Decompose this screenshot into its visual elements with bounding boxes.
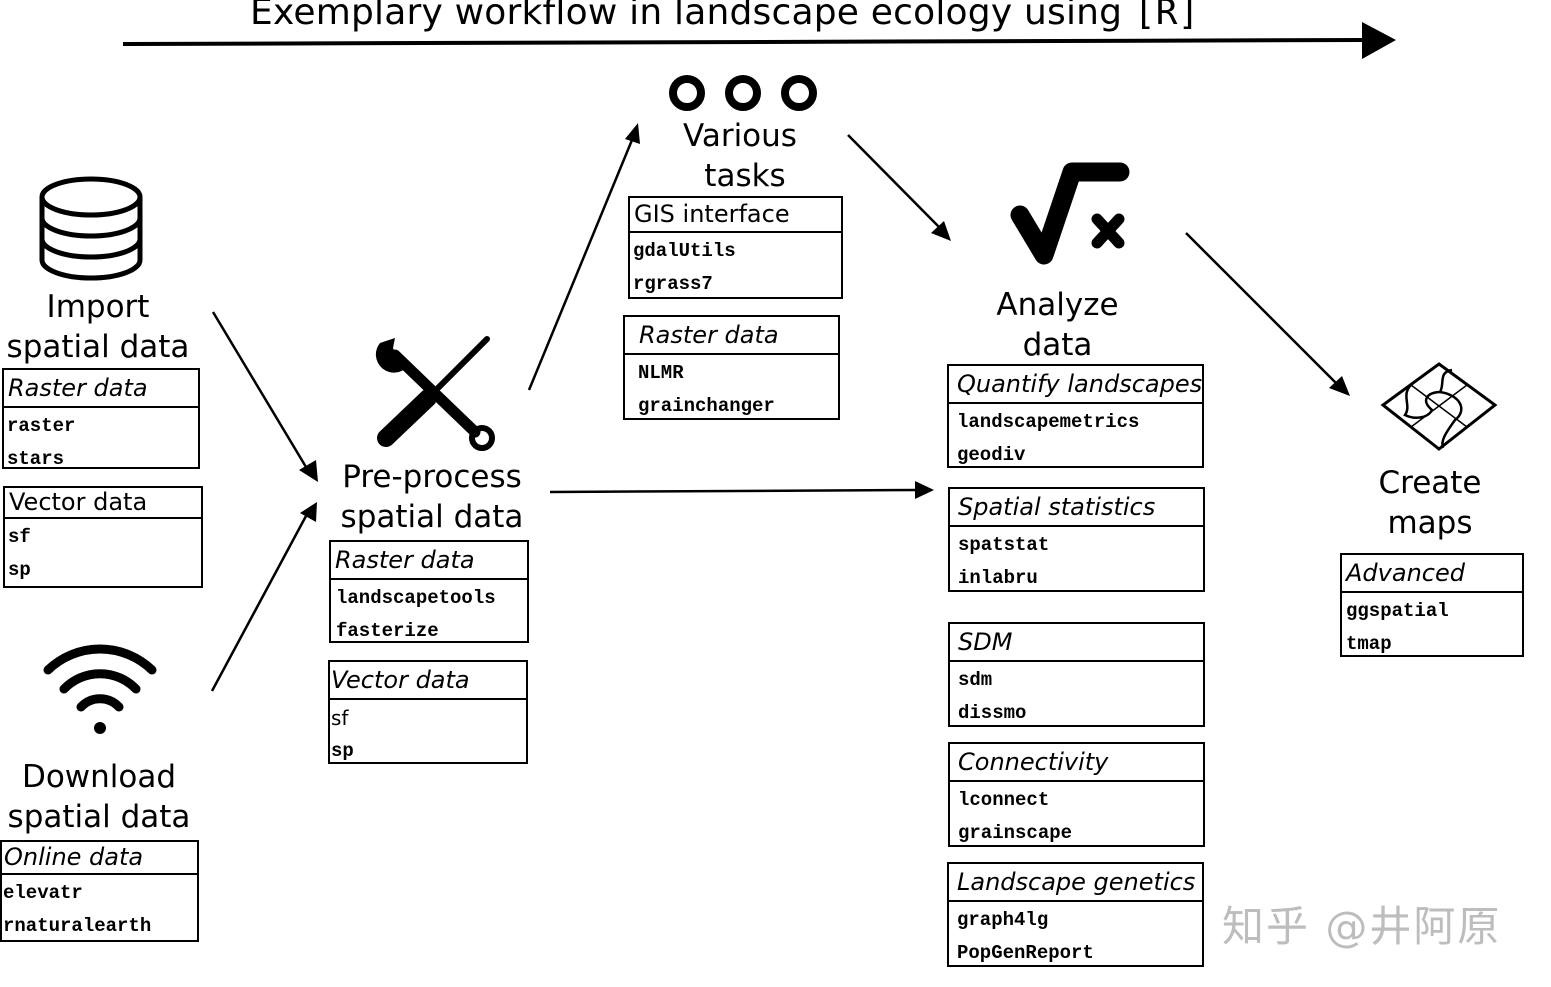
stage-maps-label: Create maps: [1360, 463, 1500, 543]
stage-import-label: Import spatial data: [0, 287, 196, 367]
arrow-preprocess-to-analyze: [549, 481, 934, 499]
arrow-import-to-preprocess: [211, 311, 318, 482]
stage-analyze-label: Analyze data: [980, 285, 1135, 365]
box-header: Raster data: [625, 317, 838, 355]
label-line: spatial data: [7, 799, 191, 835]
label-line: Create: [1378, 465, 1482, 501]
package-name: dissmo: [958, 702, 1027, 724]
package-name: sp: [8, 559, 31, 581]
package-box: Quantify landscapes landscapemetrics geo…: [947, 364, 1204, 468]
diagram-title: Exemplary workflow in landscape ecology …: [250, 0, 1200, 33]
package-box: Vector data sf sp: [328, 660, 528, 764]
box-header: Vector data: [5, 488, 201, 519]
package-name: sf: [8, 526, 31, 548]
package-box: Advanced ggspatial tmap: [1340, 553, 1524, 657]
package-name: spatstat: [958, 534, 1050, 556]
label-line: Pre-process: [342, 459, 522, 495]
label-line: spatial data: [340, 499, 524, 535]
database-icon: [39, 176, 143, 281]
label-line: Various: [683, 118, 797, 154]
label-line: Download: [21, 759, 177, 795]
package-box: SDM sdm dissmo: [948, 622, 1205, 727]
package-name: landscapetools: [336, 587, 496, 609]
package-box: Connectivity lconnect grainscape: [948, 742, 1205, 847]
package-name: gdalUtils: [633, 240, 736, 262]
map-icon: [1380, 362, 1498, 451]
three-circles-icon: [669, 75, 817, 111]
arrow-analyze-to-maps: [1185, 232, 1350, 396]
package-name: sf: [331, 706, 349, 730]
box-header: Quantify landscapes: [949, 366, 1202, 404]
package-name: rgrass7: [633, 273, 713, 295]
label-line: data: [1022, 327, 1093, 363]
box-header: Vector data: [330, 662, 526, 700]
package-name: sdm: [958, 669, 993, 691]
box-header: Spatial statistics: [950, 489, 1203, 527]
package-box: GIS interface gdalUtils rgrass7: [628, 196, 843, 299]
package-name: NLMR: [638, 362, 684, 384]
package-name: inlabru: [958, 567, 1038, 589]
stage-various-label: Various tasks: [660, 116, 820, 196]
title-text: Exemplary workflow in landscape ecology …: [250, 0, 1123, 33]
package-name: elevatr: [3, 882, 83, 904]
box-header: Raster data: [331, 542, 527, 580]
package-box: Raster data NLMR grainchanger: [623, 315, 840, 420]
package-name: sp: [331, 740, 354, 762]
box-header: Landscape genetics: [949, 864, 1202, 902]
r-language-tag: [R]: [1133, 0, 1200, 33]
package-name: raster: [7, 415, 76, 437]
label-line: maps: [1387, 505, 1473, 541]
package-name: landscapemetrics: [957, 411, 1140, 433]
package-name: PopGenReport: [957, 942, 1094, 964]
box-header: Raster data: [4, 370, 198, 408]
package-name: geodiv: [957, 444, 1026, 466]
package-name: ggspatial: [1346, 600, 1449, 622]
package-name: graph4lg: [957, 909, 1049, 931]
stage-download-label: Download spatial data: [0, 757, 198, 837]
square-root-x-icon: [1010, 162, 1130, 265]
package-name: grainscape: [958, 822, 1073, 844]
package-name: stars: [7, 448, 65, 470]
workflow-timeline-arrow: [122, 22, 1396, 59]
label-line: spatial data: [6, 329, 190, 365]
package-name: tmap: [1346, 633, 1392, 655]
arrow-various-to-analyze: [847, 134, 951, 241]
box-header: Connectivity: [950, 744, 1203, 782]
package-box: Landscape genetics graph4lg PopGenReport: [947, 862, 1204, 967]
package-name: grainchanger: [638, 395, 775, 417]
package-box: Raster data landscapetools fasterize: [329, 540, 529, 643]
box-header: SDM: [950, 624, 1203, 662]
wifi-icon: [43, 644, 157, 734]
box-header: Online data: [2, 842, 197, 875]
package-box: Spatial statistics spatstat inlabru: [948, 487, 1205, 592]
package-name: lconnect: [958, 789, 1050, 811]
watermark: 知乎 @井阿原: [1222, 902, 1502, 951]
tools-icon: [375, 336, 495, 451]
label-line: Analyze: [996, 287, 1119, 323]
package-box: Vector data sf sp: [3, 486, 203, 588]
box-header: GIS interface: [630, 198, 841, 233]
arrow-preprocess-to-various: [527, 123, 640, 391]
package-name: fasterize: [336, 620, 439, 642]
package-box: Raster data raster stars: [2, 368, 200, 470]
label-line: Import: [46, 289, 150, 325]
box-header: Advanced: [1342, 555, 1522, 593]
label-line: tasks: [704, 158, 786, 194]
package-name: rnaturalearth: [3, 915, 152, 937]
package-box: Online data elevatr rnaturalearth: [0, 840, 199, 942]
arrow-download-to-preprocess: [210, 502, 317, 692]
stage-preprocess-label: Pre-process spatial data: [332, 457, 532, 537]
